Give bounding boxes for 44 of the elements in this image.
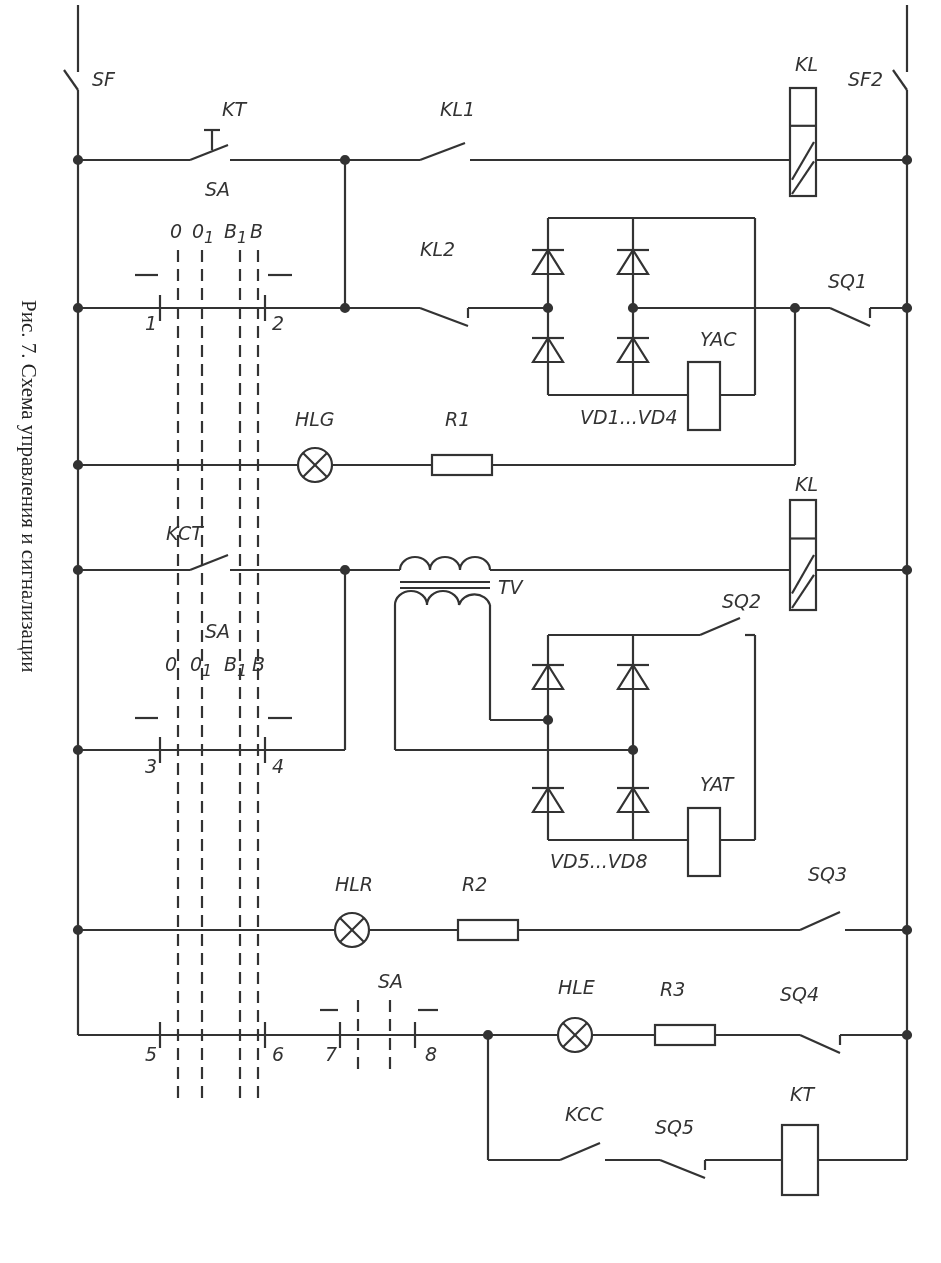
designation-label: KCT <box>166 524 203 543</box>
designation-label: KT <box>222 100 247 119</box>
designation-label: SQ4 <box>780 985 820 1004</box>
designation-label: HLR <box>335 875 374 894</box>
designation-label: 8 <box>425 1045 438 1064</box>
designation-label: YAT <box>700 775 734 794</box>
designation-label: VD5...VD8 <box>550 852 648 871</box>
designation-label: 2 <box>272 314 285 333</box>
designation-label: KCC <box>565 1105 604 1124</box>
designation-label: R2 <box>462 875 488 894</box>
designation-label: 0 <box>165 655 178 674</box>
designation-label: HLG <box>295 410 335 429</box>
designation-label: YAC <box>700 330 737 349</box>
designation-label: 5 <box>145 1045 158 1064</box>
designation-label: TV <box>498 578 523 597</box>
designation-label: SA <box>205 622 231 641</box>
designation-label: SQ5 <box>655 1118 695 1137</box>
designation-label: 4 <box>272 757 285 776</box>
designation-label: SA <box>205 180 231 199</box>
designation-label: SA <box>378 972 404 991</box>
designation-label: 7 <box>325 1045 338 1064</box>
designation-label: KL <box>795 475 819 494</box>
designation-label: KL2 <box>420 240 456 259</box>
designation-label: SQ1 <box>828 272 868 291</box>
designation-label: R3 <box>660 980 686 999</box>
designation-label: 0$_{1}$ <box>192 222 215 246</box>
designation-label: VD1...VD4 <box>580 408 678 427</box>
designation-label: В$_{1}$ <box>224 222 248 246</box>
designation-label: HLE <box>558 978 595 997</box>
designation-label: 0$_{1}$ <box>190 655 213 679</box>
designation-label: 3 <box>145 757 158 776</box>
designation-label: SF <box>92 70 115 89</box>
designation-label: KL <box>795 55 819 74</box>
figure-caption: Рис. 7. Схема управления и сигнализации <box>18 300 39 673</box>
designation-label: R1 <box>445 410 471 429</box>
designation-label: SQ3 <box>808 865 848 884</box>
designation-label: 1 <box>145 314 158 333</box>
designation-label: 0 <box>170 222 183 241</box>
designation-label: 6 <box>272 1045 285 1064</box>
designation-label: KT <box>790 1085 815 1104</box>
designation-label: SQ2 <box>722 592 762 611</box>
designation-label: SF2 <box>848 70 884 89</box>
designation-label: KL1 <box>440 100 476 119</box>
designation-label: В <box>250 222 264 241</box>
